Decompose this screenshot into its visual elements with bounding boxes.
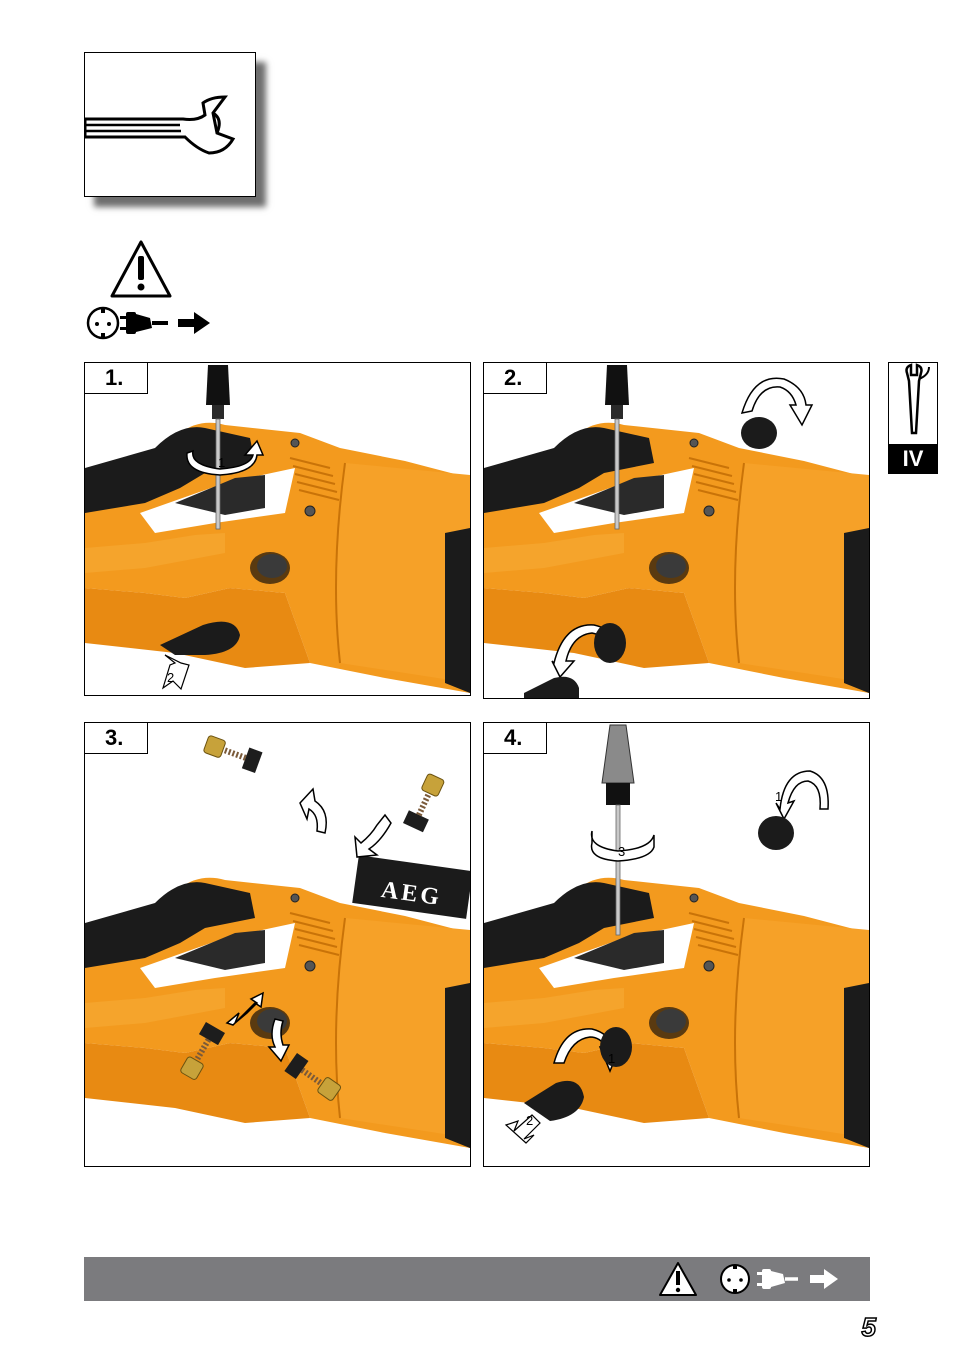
wrench-icon xyxy=(85,53,255,196)
footer-icons xyxy=(84,1257,870,1301)
step-panel-2: 2. xyxy=(483,362,870,699)
chapter-label: IV xyxy=(888,444,938,474)
step-number: 4. xyxy=(484,723,547,754)
step-number: 1. xyxy=(85,363,148,394)
warning-icon xyxy=(660,1263,696,1295)
callout-number: 1 xyxy=(608,1051,615,1066)
socket-icon xyxy=(721,1265,749,1293)
page-number: 5 xyxy=(846,1312,876,1343)
callout-number: 2 xyxy=(167,670,174,685)
warning-icon xyxy=(108,238,174,300)
arrow-right-icon xyxy=(810,1269,838,1289)
tool-illustration xyxy=(484,723,869,1166)
callout-number: 3 xyxy=(618,844,625,859)
step-panel-3: 3. AEG xyxy=(84,722,471,1167)
step-panel-1: 1. 1 2 xyxy=(84,362,471,696)
chapter-tab: IV xyxy=(888,362,938,474)
tool-illustration xyxy=(85,363,470,695)
wrench-icon xyxy=(889,363,937,443)
plug-icon xyxy=(120,312,168,334)
unplug-instruction xyxy=(86,306,216,340)
callout-number: 2 xyxy=(526,1113,533,1128)
step-panel-4: 4. 1 3 1 2 xyxy=(483,722,870,1167)
step-number: 2. xyxy=(484,363,547,394)
arrow-right-icon xyxy=(178,312,210,334)
tool-illustration xyxy=(85,723,470,1166)
step-number: 3. xyxy=(85,723,148,754)
maintenance-wrench-box xyxy=(84,52,256,197)
callout-number: 1 xyxy=(775,789,782,804)
plug-icon xyxy=(757,1269,798,1289)
socket-icon xyxy=(88,308,118,338)
footer-bar xyxy=(84,1257,870,1301)
callout-number: 1 xyxy=(218,455,225,470)
tool-illustration xyxy=(484,363,869,698)
